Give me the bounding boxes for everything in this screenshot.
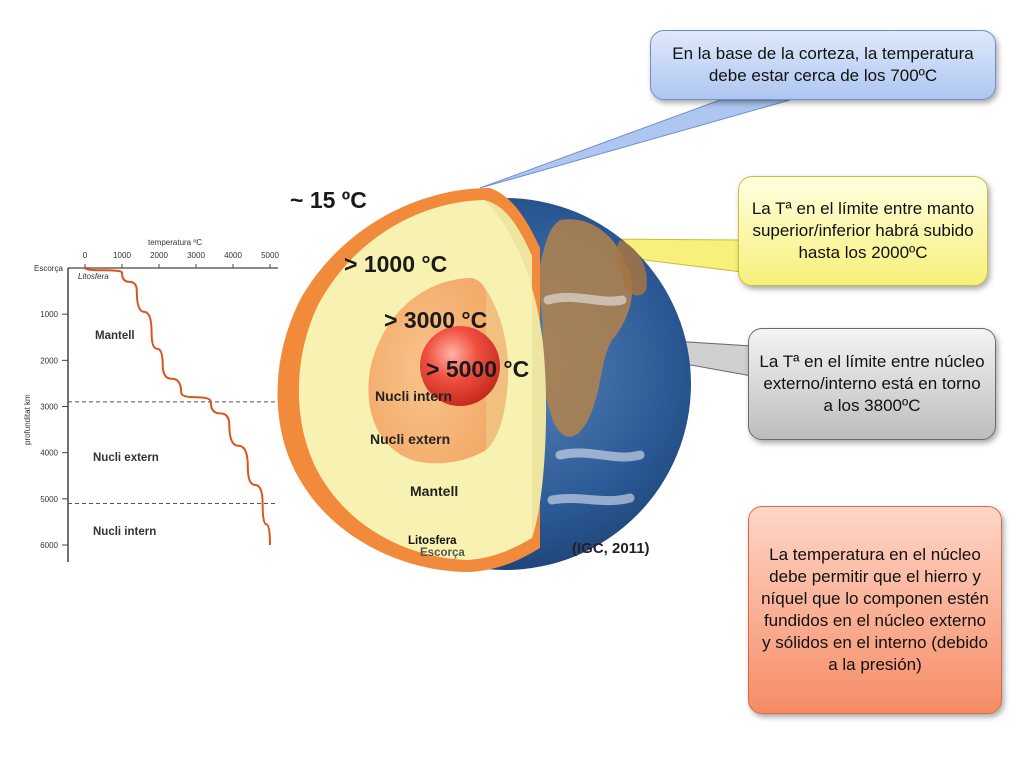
clouds (543, 292, 645, 506)
graph-mantle-label: Mantell (95, 330, 135, 342)
graph-x-axis-title: temperatura ºC (148, 238, 202, 247)
surface-temperature-label: ~ 15 ºC (290, 187, 367, 213)
graph-inner-core-label: Nucli intern (93, 526, 156, 538)
mantle-temperature-label: > 1000 °C (344, 251, 447, 277)
graph-x-ticks: 0 1000 2000 3000 4000 5000 (83, 251, 279, 268)
callout-crust-text: En la base de la corteza, la temperatura… (672, 44, 974, 85)
callout-mantle-text: La Tª en el límite entre manto superior/… (751, 199, 975, 262)
graph-outer-core-label: Nucli extern (93, 452, 159, 464)
graph-y-tick-label: 5000 (40, 495, 58, 504)
inner-core-label: Nucli intern (375, 388, 452, 404)
earth-cutaway (277, 188, 547, 572)
graph-lithosphere-label: Litosfera (78, 272, 109, 281)
graph-y-tick-label: 6000 (40, 541, 58, 550)
callout-metal-state: La temperatura en el núcleo debe permiti… (748, 506, 1002, 714)
continent-africa (538, 219, 633, 437)
callout-mantle-temperature: La Tª en el límite entre manto superior/… (738, 176, 988, 286)
inner-core (420, 326, 500, 406)
source-citation: (IGC, 2011) (572, 540, 650, 557)
lithosphere-label: Litosfera (408, 535, 457, 547)
inner-core-temperature-label: > 5000 °C (426, 356, 529, 382)
temperature-depth-graph: temperatura ºC profunditat km 0 1000 2000 3… (23, 238, 279, 562)
callout-crust-temperature: En la base de la corteza, la temperatura… (650, 30, 996, 100)
callout-metal-text: La temperatura en el núcleo debe permiti… (761, 545, 989, 674)
graph-y-ticks: 1000 2000 3000 4000 5000 6000 (40, 310, 68, 550)
callout-core-temperature: La Tª en el límite entre núcleo externo/… (748, 328, 996, 440)
graph-x-tick-label: 1000 (113, 251, 131, 260)
graph-x-tick-label: 4000 (224, 251, 242, 260)
callout-core-text: La Tª en el límite entre núcleo externo/… (759, 352, 985, 415)
mantle-cut-face (484, 200, 547, 538)
graph-y-tick-label: 4000 (40, 449, 58, 458)
outer-core-temperature-label: > 3000 °C (384, 307, 487, 333)
graph-x-tick-label: 3000 (187, 251, 205, 260)
graph-x-tick-label: 0 (83, 251, 88, 260)
mantle-label: Mantell (410, 483, 458, 499)
crust-label: Escorça (420, 547, 465, 559)
temperature-curve (84, 267, 271, 546)
graph-y-tick-label: 2000 (40, 356, 58, 365)
graph-y-tick-label: 3000 (40, 403, 58, 412)
continent-arabia (616, 240, 647, 296)
graph-x-tick-label: 5000 (261, 251, 279, 260)
callout-crust-pointer (479, 99, 791, 189)
graph-y-tick-label: 1000 (40, 310, 58, 319)
graph-x-tick-label: 2000 (150, 251, 168, 260)
graph-y-axis-title: profunditat km (23, 394, 32, 445)
outer-core-label: Nucli extern (370, 431, 450, 447)
graph-crust-label: Escorça (34, 264, 63, 273)
